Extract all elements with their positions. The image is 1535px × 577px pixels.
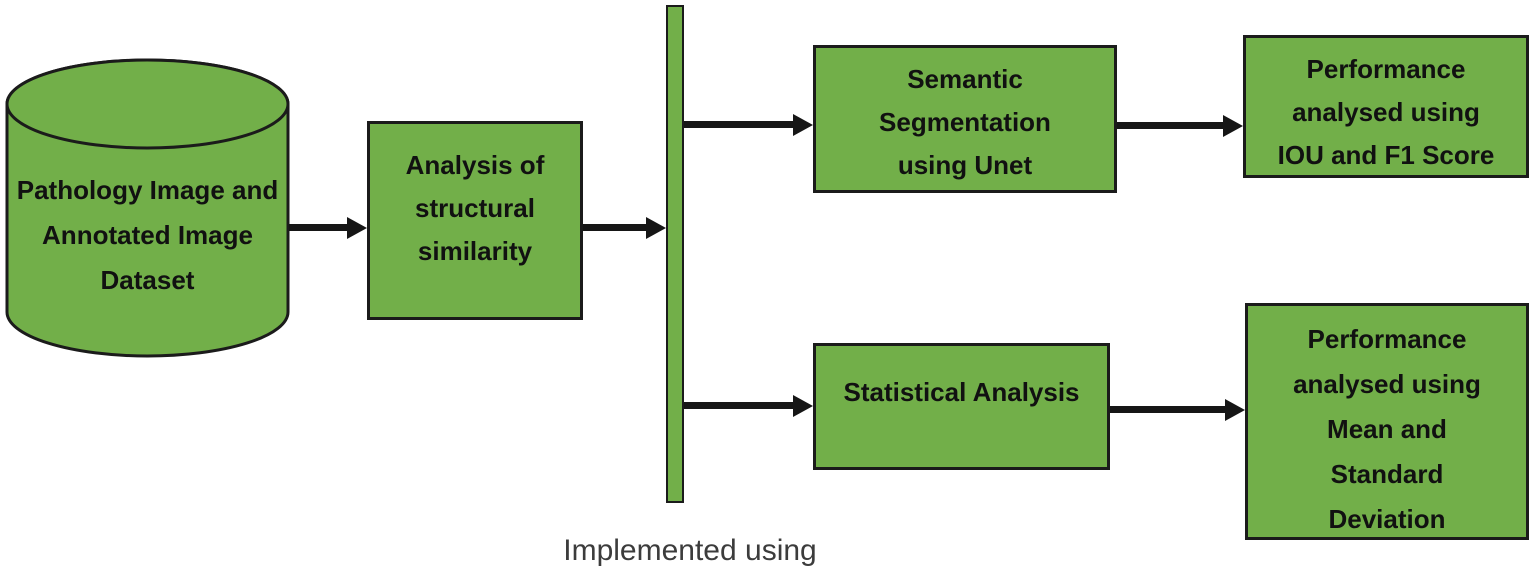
performance-mean-sd-box: Performance analysed using Mean and Stan…	[1245, 303, 1529, 540]
statistical-analysis-box: Statistical Analysis	[813, 343, 1110, 470]
arrowhead-icon	[646, 217, 666, 239]
arrow-shaft	[289, 224, 349, 231]
semantic-segmentation-box: Semantic Segmentation using Unet	[813, 45, 1117, 193]
implementation-divider-bar	[666, 5, 684, 503]
arrowhead-icon	[793, 114, 813, 136]
perf-mean-label-line: analysed using	[1293, 369, 1481, 399]
performance-iou-f1-box: Performance analysed using IOU and F1 Sc…	[1243, 35, 1529, 178]
arrow-shaft	[1110, 406, 1225, 413]
arrowhead-icon	[1225, 399, 1245, 421]
arrow-shaft	[684, 121, 793, 128]
semantic-label-line: using Unet	[897, 150, 1033, 180]
dataset-label-line: and Annotated	[42, 175, 279, 250]
perf-mean-label-line: Deviation	[1328, 504, 1446, 534]
dataset-cylinder: Pathology Image and Annotated Image Data…	[5, 58, 290, 358]
perf-mean-label-line: Performance	[1307, 324, 1467, 354]
semantic-label-line: Semantic	[907, 64, 1023, 94]
arrow-shaft	[1117, 122, 1223, 129]
arrowhead-icon	[1223, 115, 1243, 137]
arrow-shaft	[684, 402, 793, 409]
analysis-box: Analysis of structural similarity	[367, 121, 583, 320]
perf-iou-label-line: IOU and F1 Score	[1277, 140, 1495, 170]
semantic-label-line: Segmentation	[879, 107, 1051, 137]
perf-iou-label-line: Performance	[1306, 54, 1466, 84]
statistical-label-line: Statistical Analysis	[843, 377, 1080, 407]
arrowhead-icon	[347, 217, 367, 239]
perf-mean-label-line: Standard	[1330, 459, 1444, 489]
analysis-label-line: similarity	[417, 236, 533, 266]
analysis-label-line: structural	[415, 193, 535, 223]
perf-mean-label-line: Mean and	[1327, 414, 1447, 444]
analysis-label-line: Analysis of	[405, 150, 545, 180]
arrow-shaft	[583, 224, 646, 231]
implemented-using-caption: Implemented using	[563, 534, 817, 567]
dataset-label-line: Image Dataset	[100, 220, 253, 295]
cylinder-shape-icon	[5, 58, 290, 358]
perf-iou-label-line: analysed using	[1292, 97, 1480, 127]
arrowhead-icon	[793, 395, 813, 417]
dataset-label-line: Pathology Image	[16, 175, 225, 205]
dataset-label: Pathology Image and Annotated Image Data…	[5, 168, 290, 303]
